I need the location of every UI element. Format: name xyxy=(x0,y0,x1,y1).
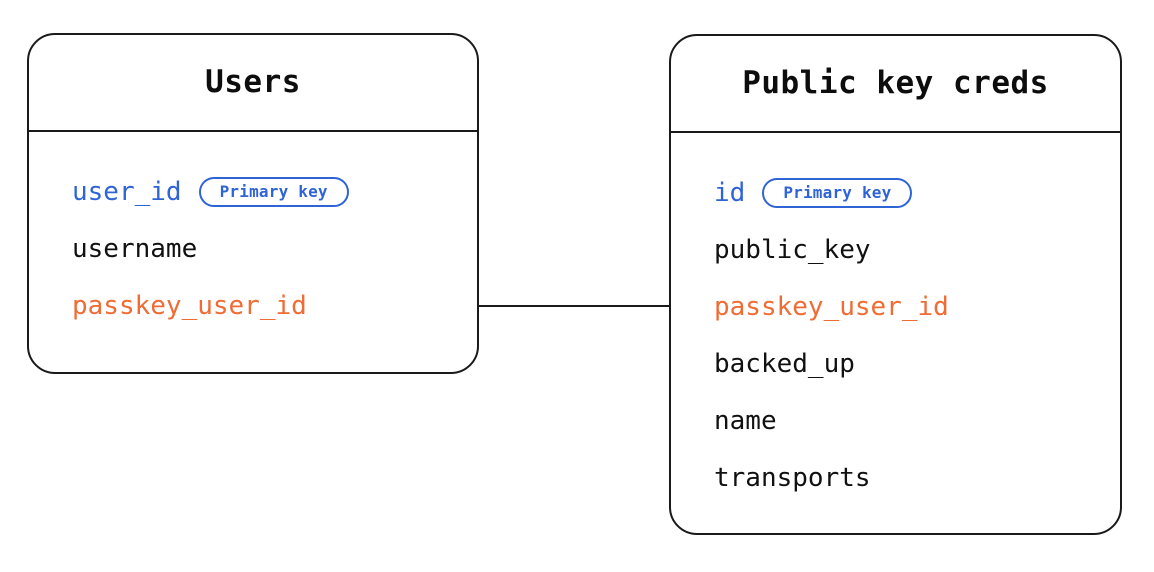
entity-header-public-key-creds: Public key creds xyxy=(671,36,1120,133)
primary-key-badge-label: Primary key xyxy=(783,182,892,202)
entity-title-users: Users xyxy=(205,64,301,100)
field-row-user-id[interactable]: user_id Primary key xyxy=(72,163,477,220)
primary-key-badge-label: Primary key xyxy=(219,181,328,201)
primary-key-badge: Primary key xyxy=(762,177,913,208)
field-row-public-key[interactable]: public_key xyxy=(714,221,1120,278)
field-name-id: id xyxy=(714,177,746,208)
field-name-public-key: public_key xyxy=(714,234,871,265)
entity-field-list-users: user_id Primary key username passkey_use… xyxy=(29,130,477,372)
entity-title-public-key-creds: Public key creds xyxy=(742,65,1049,101)
entity-box-public-key-creds[interactable]: Public key creds id Primary key public_k… xyxy=(669,34,1122,535)
entity-field-list-public-key-creds: id Primary key public_key passkey_user_i… xyxy=(671,131,1120,533)
field-row-passkey-user-id[interactable]: passkey_user_id xyxy=(714,278,1120,335)
field-row-backed-up[interactable]: backed_up xyxy=(714,335,1120,392)
field-name-user-id: user_id xyxy=(72,176,182,207)
field-row-passkey-user-id[interactable]: passkey_user_id xyxy=(72,277,477,334)
field-name-passkey-user-id: passkey_user_id xyxy=(714,291,949,322)
field-name-passkey-user-id: passkey_user_id xyxy=(72,290,307,321)
field-row-name[interactable]: name xyxy=(714,392,1120,449)
relationship-connector-line xyxy=(479,305,669,307)
field-name-backed-up: backed_up xyxy=(714,348,855,379)
entity-header-users: Users xyxy=(29,35,477,132)
field-name-transports: transports xyxy=(714,462,871,493)
field-name-username: username xyxy=(72,233,198,264)
primary-key-badge: Primary key xyxy=(198,176,349,207)
field-row-id[interactable]: id Primary key xyxy=(714,164,1120,221)
entity-box-users[interactable]: Users user_id Primary key username passk… xyxy=(27,33,479,374)
field-name-name: name xyxy=(714,405,777,436)
field-row-transports[interactable]: transports xyxy=(714,449,1120,506)
field-row-username[interactable]: username xyxy=(72,220,477,277)
